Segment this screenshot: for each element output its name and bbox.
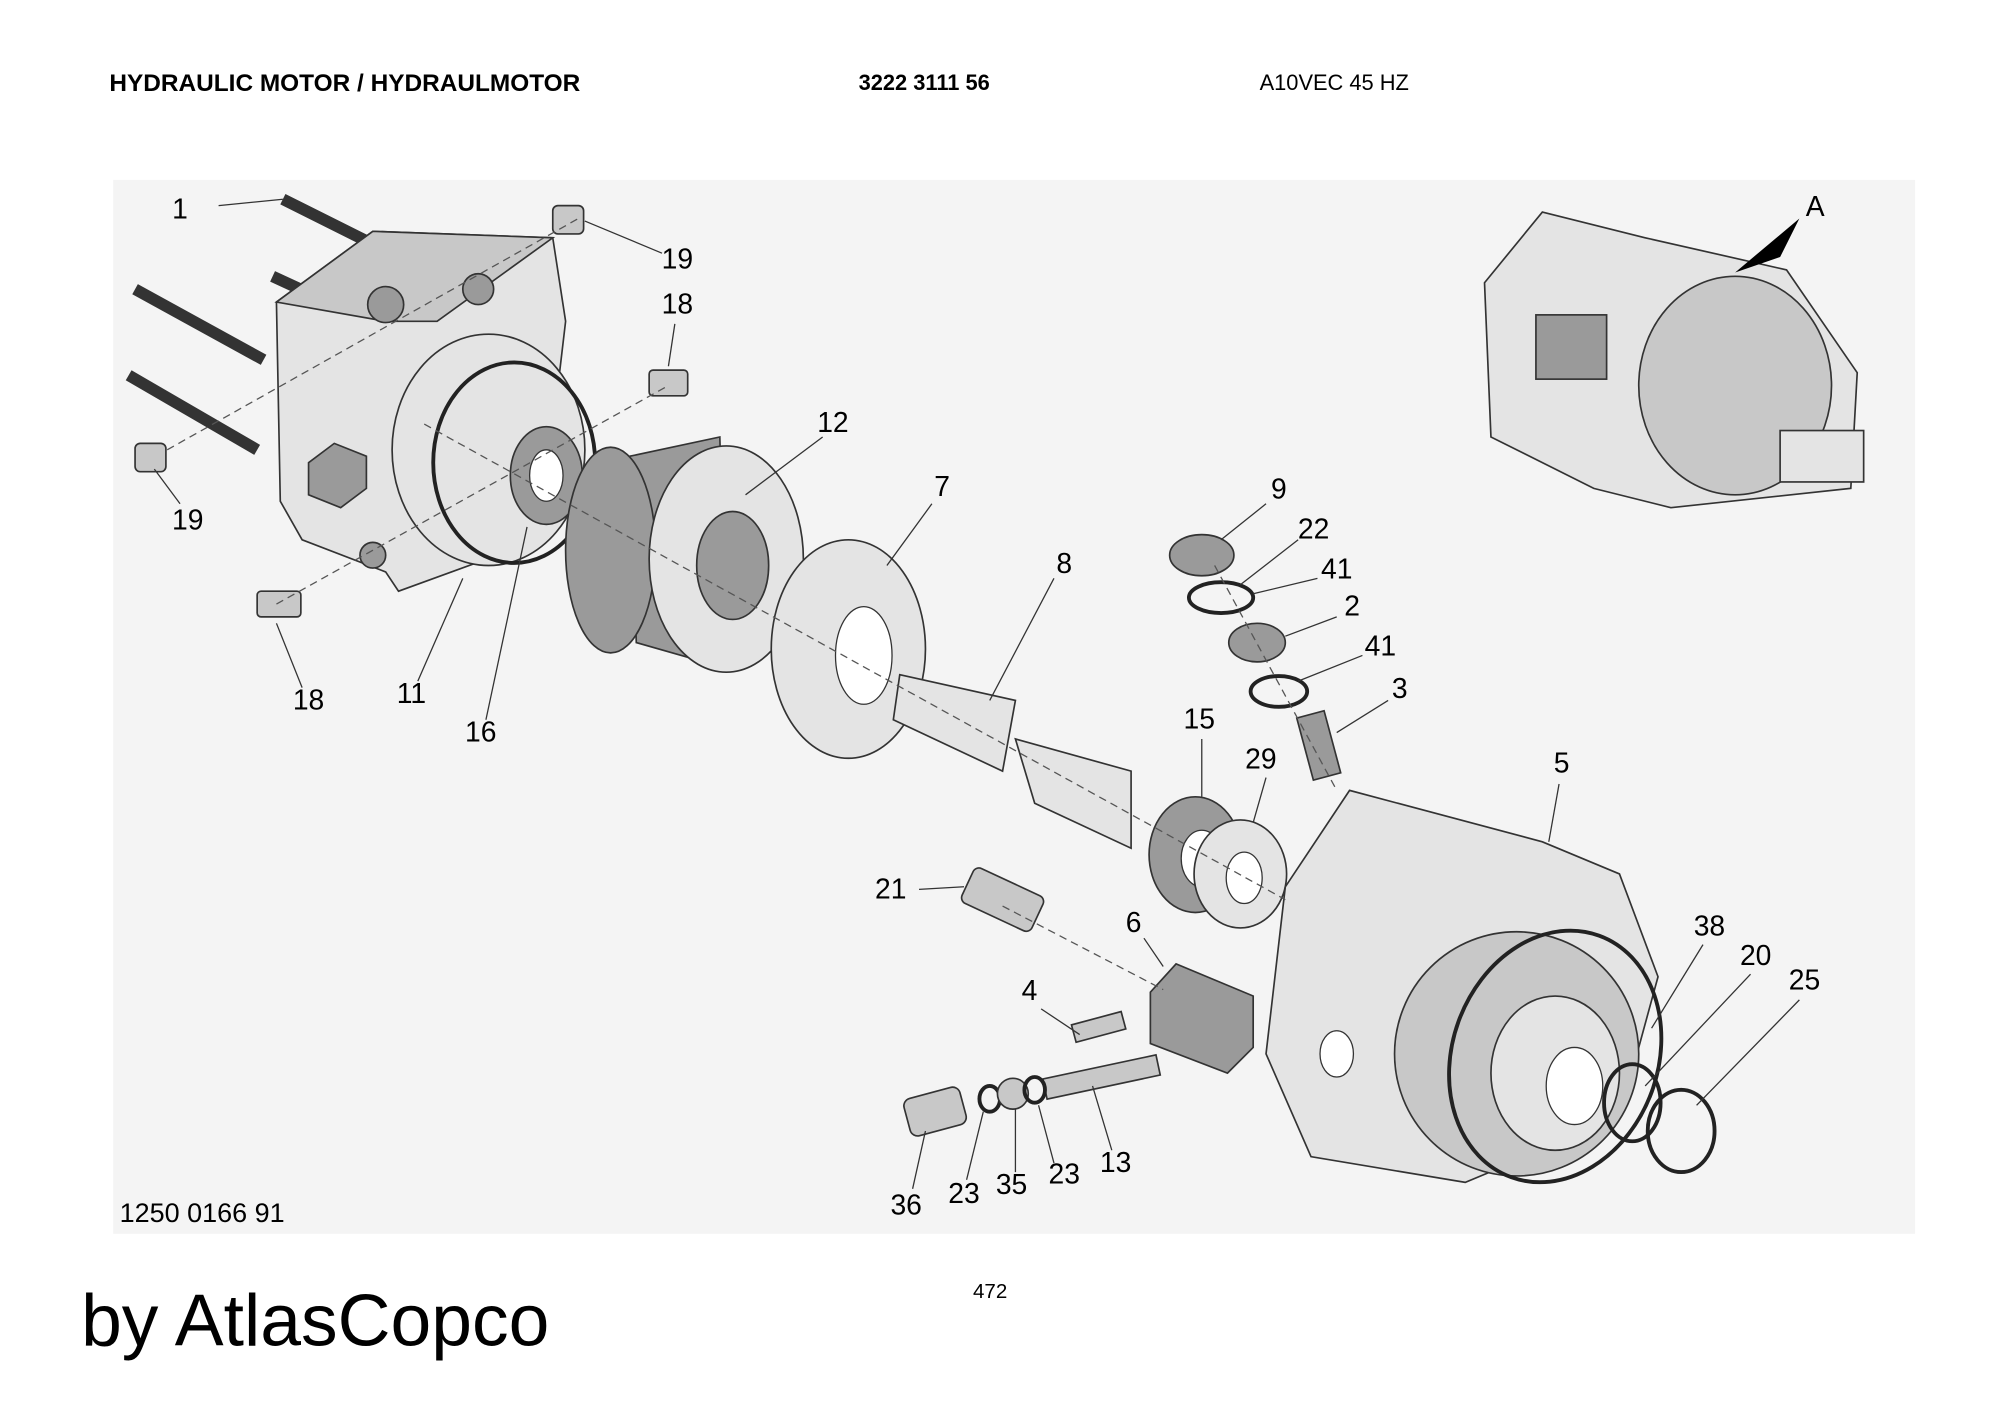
part-number: 3222 3111 56 [859,70,990,95]
valve-18 [648,369,689,397]
screw-4 [1070,1010,1127,1044]
callout-15: 15 [1183,703,1214,735]
callout-12: 12 [817,406,848,438]
callout-7: 7 [934,470,950,502]
valve-18b [256,590,302,618]
callout-29: 29 [1245,743,1276,775]
callout-leader [1040,1008,1081,1036]
callout-leader [584,220,663,254]
circlip-25 [1645,1087,1717,1175]
piston-2 [1227,622,1287,663]
callout-36: 36 [890,1189,921,1221]
callout-leader [1253,577,1318,595]
callout-19: 19 [172,504,203,536]
callout-leader [1143,937,1164,967]
callout-leader [1548,783,1560,842]
callout-1: 1 [172,192,188,224]
model-name: A10VEC 45 HZ [1260,70,1409,95]
callout-5: 5 [1554,746,1570,778]
callout-19: 19 [662,243,693,275]
callout-41: 41 [1365,629,1396,661]
callout-leader [218,198,283,207]
callout-leader [1091,1085,1113,1151]
plug-19b [134,442,167,473]
callout-leader [886,503,933,566]
port-plate-housing [274,230,586,593]
plug-9 [1168,533,1235,577]
callout-11: 11 [397,677,426,709]
callout-leader [745,436,824,496]
callout-leader [989,578,1055,701]
callout-leader [911,1130,927,1189]
callout-18: 18 [293,683,324,715]
callout-leader [1037,1105,1055,1164]
watermark: by AtlasCopco [81,1280,549,1362]
callout-41: 41 [1321,552,1352,584]
callout-4: 4 [1022,974,1038,1006]
callout-leader [1336,699,1389,734]
callout-21: 21 [875,872,906,904]
callout-leader [1297,654,1363,682]
cap-36 [903,1086,968,1137]
callout-leader [1252,777,1267,823]
callout-22: 22 [1298,512,1329,544]
assembled-view-inset [1483,211,1865,509]
callout-8: 8 [1056,547,1072,579]
cylinder-block [564,435,805,673]
callout-leader [1651,944,1704,1029]
callout-23: 23 [1049,1158,1080,1190]
nut-35 [996,1077,1030,1110]
callout-35: 35 [996,1168,1027,1200]
ring-20 [1602,1062,1663,1144]
callout-leader [1220,503,1267,541]
callout-leader [1239,539,1299,586]
page-title: HYDRAULIC MOTOR / HYDRAULMOTOR [109,70,580,97]
callout-25: 25 [1789,964,1820,996]
callout-16: 16 [465,716,496,748]
plug-19 [551,204,585,235]
callout-leader [275,623,303,688]
callout-3: 3 [1392,672,1408,704]
callout-leader [918,886,965,890]
callout-6: 6 [1126,906,1142,938]
callout-38: 38 [1694,910,1725,942]
view-label: A [1806,190,1825,222]
spring-3 [1295,709,1342,782]
callout-leader [153,468,181,505]
view-a-arrow [1735,218,1800,273]
drawing-number: 1250 0166 91 [120,1198,285,1228]
callout-23: 23 [948,1177,979,1209]
block-6 [1149,962,1255,1075]
callout-leader [1644,973,1752,1087]
callout-9: 9 [1271,473,1287,505]
page-number: 472 [973,1280,1007,1303]
callout-leader [417,578,464,682]
callout-13: 13 [1100,1146,1131,1178]
callout-leader [1696,999,1800,1106]
callout-leader [1285,616,1337,637]
callout-leader [667,323,676,367]
callout-2: 2 [1344,590,1360,622]
callout-leader [485,526,528,720]
callout-18: 18 [662,288,693,320]
valve-21 [960,867,1045,933]
callout-leader [965,1111,984,1180]
o-ring-38 [1447,928,1664,1185]
callout-20: 20 [1740,939,1771,971]
